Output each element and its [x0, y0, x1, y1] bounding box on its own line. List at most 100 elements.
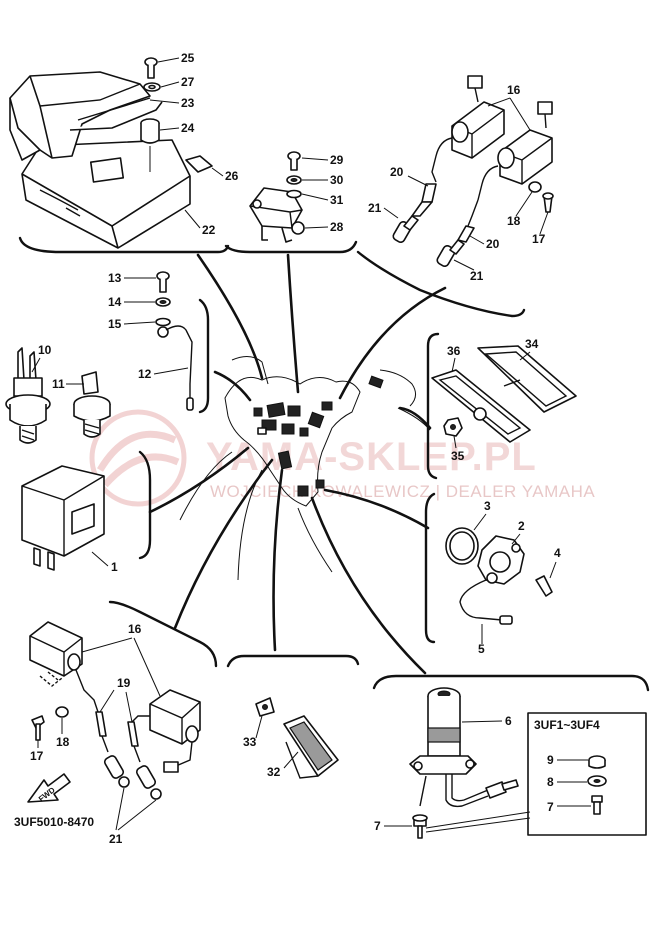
cdi-unit-part-22 — [21, 139, 191, 249]
group-ignition-coils: 16 20 21 18 17 20 21 — [356, 75, 554, 318]
callout-30: 30 — [330, 173, 344, 187]
washer-part-14 — [155, 297, 171, 307]
callout-4: 4 — [554, 546, 561, 560]
wire-part-5 — [459, 579, 513, 625]
screw-part-25 — [144, 57, 158, 79]
callout-21-bottom: 21 — [109, 832, 123, 846]
callout-23: 23 — [181, 96, 195, 110]
callout-16-bottom: 16 — [128, 622, 142, 636]
fwd-arrow: FWD — [27, 773, 71, 804]
callout-12: 12 — [138, 367, 152, 381]
callout-36: 36 — [447, 344, 461, 358]
group-lamp: 36 34 35 — [426, 332, 577, 480]
frame-center-view — [179, 356, 431, 581]
sensor-body-part-2 — [477, 535, 525, 585]
plug-cap-part-20-upper — [411, 183, 437, 217]
washer-part-18-bottom — [55, 706, 69, 718]
callout-25: 25 — [181, 51, 195, 65]
callout-11: 11 — [52, 377, 65, 391]
group-position-sensor: 3 2 4 5 — [424, 492, 561, 656]
callout-20-top-lower: 20 — [486, 237, 500, 251]
nut-part-9-inset — [588, 755, 606, 769]
callout-10: 10 — [38, 343, 52, 357]
bolt-part-7-inset — [591, 795, 603, 815]
group-ignition-coils-alt: 16 19 17 18 21 — [29, 600, 218, 846]
callout-33: 33 — [243, 735, 257, 749]
callout-15: 15 — [108, 317, 122, 331]
watermark-logo — [89, 409, 187, 507]
plug-cap-part-21-left — [103, 755, 130, 788]
callout-7-inset: 7 — [547, 800, 554, 814]
gasket-part-34 — [473, 345, 577, 421]
ignition-coil-left-part-16 — [29, 621, 99, 713]
group-fuel-valve: 3UF1~3UF4 9 8 7 6 7 — [372, 674, 650, 839]
washer-part-8-inset — [587, 775, 607, 787]
callout-18-top: 18 — [507, 214, 521, 228]
o-ring-part-3 — [445, 527, 479, 565]
nut-part-18-upper — [528, 181, 542, 193]
callout-22: 22 — [202, 223, 216, 237]
callout-34: 34 — [525, 337, 539, 351]
bolt-part-7-left — [412, 814, 428, 839]
valve-part-6 — [409, 687, 519, 808]
callout-6: 6 — [505, 714, 512, 728]
bolt-part-4 — [535, 575, 553, 597]
inset-label: 3UF1~3UF4 — [534, 718, 600, 732]
callout-1: 1 — [111, 560, 118, 574]
watermark-title: YAMA-SKLEP.PL — [206, 435, 537, 479]
plug-cap-part-20-lower — [457, 199, 479, 243]
callout-3: 3 — [484, 499, 491, 513]
callout-16-top: 16 — [507, 83, 521, 97]
callout-21-top: 21 — [368, 201, 382, 215]
callout-7-left: 7 — [374, 819, 381, 833]
callout-29: 29 — [330, 153, 344, 167]
callout-35: 35 — [451, 449, 465, 463]
callout-13: 13 — [108, 271, 122, 285]
washer-part-27 — [143, 82, 161, 92]
plug-cap-part-21-upper — [392, 215, 419, 243]
callout-17-bottom: 17 — [30, 749, 44, 763]
callout-20-top: 20 — [390, 165, 404, 179]
callout-17-top: 17 — [532, 232, 546, 246]
frame-components — [253, 375, 384, 497]
washer-part-15 — [155, 317, 171, 327]
callout-26: 26 — [225, 169, 239, 183]
bolt-part-17-upper — [542, 192, 554, 213]
lead-wire-part-12 — [157, 325, 194, 411]
plug-cap-part-21-lower — [436, 239, 465, 267]
callout-24: 24 — [181, 121, 195, 135]
ignition-coil-right-part-16 — [129, 689, 201, 773]
inset-box-3UF: 3UF1~3UF4 9 8 7 — [527, 712, 647, 836]
plug-cap-part-21-right — [135, 765, 162, 800]
group-switches-relay: 10 11 1 — [5, 343, 152, 574]
callout-32: 32 — [267, 765, 281, 779]
switch-part-10 — [5, 347, 51, 444]
clip-part-26 — [185, 155, 213, 173]
sensor-part-28 — [249, 187, 305, 243]
callout-28: 28 — [330, 220, 344, 234]
callout-9: 9 — [547, 753, 554, 767]
group-sensor: 29 30 31 28 — [224, 151, 358, 254]
collar-part-24 — [140, 118, 160, 172]
clip-part-33 — [255, 697, 275, 717]
ignition-coil-lower-part-16 — [477, 101, 553, 201]
callout-19: 19 — [117, 676, 131, 690]
nut-part-35 — [443, 417, 463, 437]
group-cdi-unit: 25 27 23 24 26 22 — [9, 51, 239, 254]
bolt-part-17-bottom — [31, 715, 45, 741]
bracket-part-23 — [9, 71, 163, 161]
plug-cap-part-19-right — [127, 721, 141, 763]
washer-part-30 — [286, 175, 302, 185]
diagram-code: 3UF5010-8470 — [14, 815, 94, 829]
callout-31: 31 — [330, 193, 344, 207]
callout-8: 8 — [547, 775, 554, 789]
reflector-part-32 — [283, 715, 339, 779]
ignition-coil-upper-part-16 — [431, 75, 505, 183]
group-lead-wire: 13 14 15 12 — [108, 271, 210, 414]
washer-part-31 — [286, 189, 302, 199]
bolt-part-13 — [156, 271, 170, 293]
relay-part-1 — [21, 465, 105, 571]
group-reflector: 33 32 — [226, 654, 360, 779]
watermark-subtitle: WOJCIECH KOWALEWICZ | DEALER YAMAHA — [210, 482, 595, 501]
